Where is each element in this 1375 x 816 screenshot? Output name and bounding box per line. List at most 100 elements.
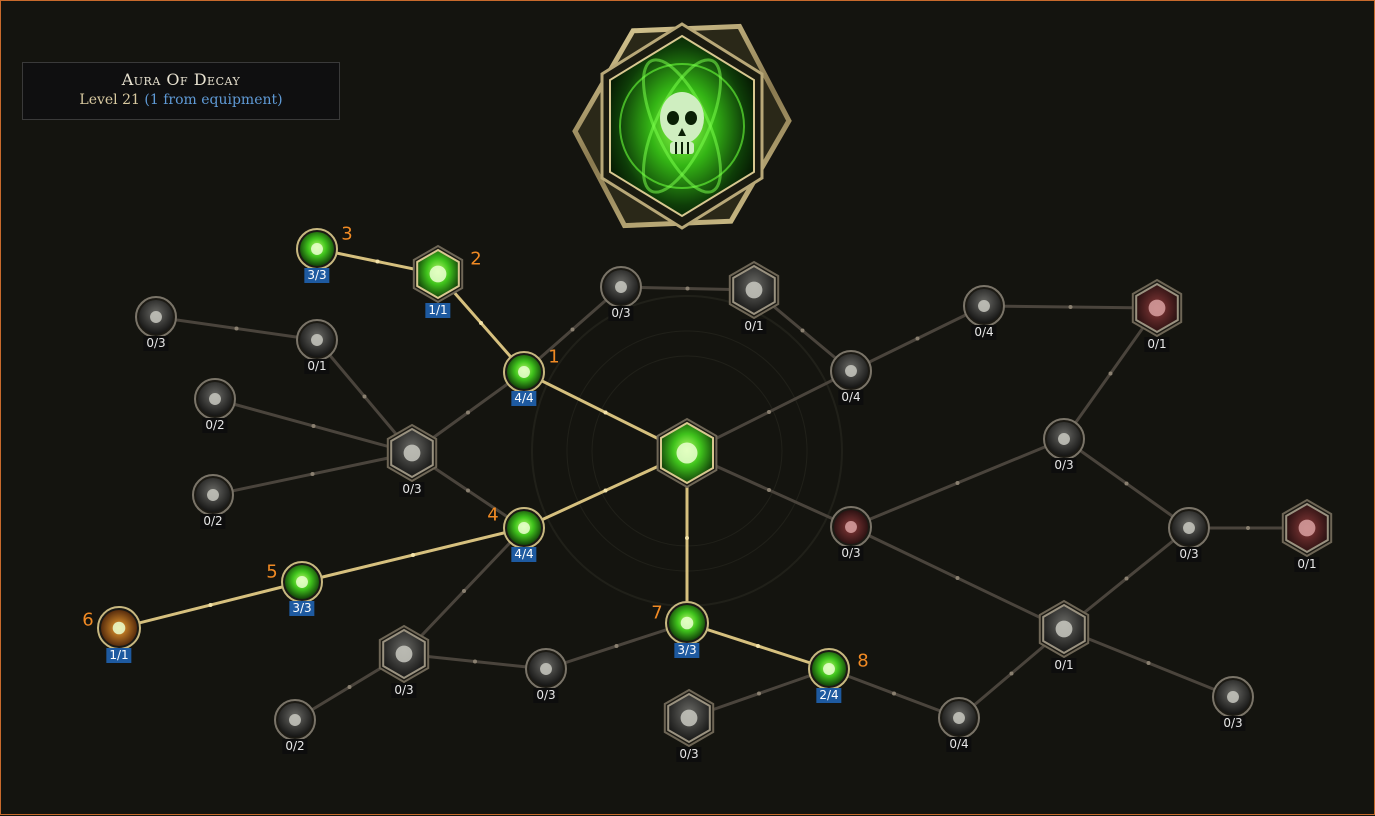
node-points-badge: 0/4 xyxy=(946,737,972,752)
skill-node[interactable] xyxy=(663,688,715,748)
link-dot xyxy=(411,553,415,557)
link-dot xyxy=(892,691,896,696)
node-points-badge: 0/3 xyxy=(391,683,417,698)
node-points-badge: 2/4 xyxy=(816,688,842,703)
skill-node[interactable] xyxy=(97,606,141,650)
link-dot xyxy=(685,286,690,291)
node-points-badge: 0/2 xyxy=(200,514,226,529)
skill-node[interactable] xyxy=(665,601,709,645)
skill-node[interactable] xyxy=(938,697,980,739)
link-dot xyxy=(311,424,316,428)
skill-node[interactable] xyxy=(1212,676,1254,718)
skill-node[interactable] xyxy=(386,423,438,483)
skill-node[interactable] xyxy=(1038,599,1090,659)
green-serpent-icon xyxy=(518,522,530,534)
skill-nodes xyxy=(97,228,1333,748)
demon-horse-icon xyxy=(845,365,857,377)
link-dot xyxy=(1246,526,1250,530)
link-dot xyxy=(1068,305,1073,309)
skill-node[interactable] xyxy=(1131,278,1183,338)
skill-node[interactable] xyxy=(830,506,872,548)
node-points-badge: 0/2 xyxy=(202,418,228,433)
node-points-badge: 0/3 xyxy=(533,688,559,703)
allocation-order-number: 5 xyxy=(266,561,278,583)
hooded-figure-icon xyxy=(311,243,323,255)
green-comet-icon xyxy=(429,265,447,283)
allocation-order-number: 4 xyxy=(487,504,499,526)
link-dot xyxy=(915,336,920,341)
link-dot xyxy=(310,472,315,476)
skill-node[interactable] xyxy=(412,244,464,304)
allocation-order-number: 6 xyxy=(82,609,94,631)
skill-node[interactable] xyxy=(281,561,323,603)
node-points-badge: 0/3 xyxy=(676,747,702,762)
link-dot xyxy=(362,394,367,399)
crossbones-icon xyxy=(540,663,552,675)
link-dot xyxy=(234,326,239,331)
shatter-icon xyxy=(745,281,763,299)
link-dot xyxy=(1009,671,1014,676)
node-points-badge: 0/1 xyxy=(741,319,767,334)
link-dot xyxy=(479,321,483,325)
fire-rune-icon xyxy=(112,621,126,635)
node-points-badge: 3/3 xyxy=(289,601,315,616)
skill-node[interactable] xyxy=(296,228,338,270)
skill-node[interactable] xyxy=(274,699,316,741)
skill-node[interactable] xyxy=(194,378,236,420)
node-links xyxy=(117,247,1309,722)
allocation-order-number: 8 xyxy=(857,650,869,672)
skill-node[interactable] xyxy=(600,266,642,308)
chevron-tree-icon xyxy=(207,489,219,501)
link-dot xyxy=(1124,481,1129,486)
hand-orb-icon xyxy=(518,366,530,378)
link-dot xyxy=(685,536,689,540)
node-points-badge: 0/1 xyxy=(1144,337,1170,352)
skill-node[interactable] xyxy=(728,260,780,320)
link-dot xyxy=(466,410,470,415)
skill-node[interactable] xyxy=(378,624,430,684)
green-splash-icon xyxy=(823,663,835,675)
node-points-badge: 0/1 xyxy=(1051,658,1077,673)
skill-node[interactable] xyxy=(503,351,545,393)
claw-slash-icon xyxy=(289,714,301,726)
link-dot xyxy=(375,259,380,264)
link-dot xyxy=(347,685,352,689)
skill-node[interactable] xyxy=(525,648,567,690)
link-dot xyxy=(757,691,761,696)
skill-node[interactable] xyxy=(192,474,234,516)
skill-node[interactable] xyxy=(808,648,850,690)
link-dot xyxy=(473,659,477,664)
node-points-badge: 0/4 xyxy=(838,390,864,405)
allocation-order-number: 3 xyxy=(341,223,353,245)
skill-node[interactable] xyxy=(963,285,1005,327)
skull-icon xyxy=(660,92,704,154)
skill-level-label: Level 21 xyxy=(79,92,140,108)
skill-node[interactable] xyxy=(830,350,872,392)
link-dot xyxy=(466,488,470,493)
link-dot xyxy=(1124,576,1129,581)
link-dot xyxy=(756,644,760,648)
frost-web-icon xyxy=(1055,620,1073,638)
node-points-badge: 4/4 xyxy=(511,547,537,562)
skill-node[interactable] xyxy=(296,319,338,361)
skull-portal-icon xyxy=(1148,299,1166,317)
skill-node[interactable] xyxy=(135,296,177,338)
link-dot xyxy=(1108,371,1113,376)
node-points-badge: 0/2 xyxy=(282,739,308,754)
node-points-badge: 0/3 xyxy=(1220,716,1246,731)
root-node[interactable] xyxy=(656,417,718,489)
skill-node[interactable] xyxy=(503,507,545,549)
skill-level-bonus: (1 from equipment) xyxy=(144,92,283,108)
skill-node[interactable] xyxy=(1281,498,1333,558)
link-dot xyxy=(767,488,771,492)
comet-icon xyxy=(311,334,323,346)
snowflake-icon xyxy=(953,712,965,724)
skill-node[interactable] xyxy=(1168,507,1210,549)
ghoul-icon xyxy=(978,300,990,312)
eye-icon xyxy=(150,311,162,323)
skill-node[interactable] xyxy=(1043,418,1085,460)
allocation-order-number: 1 xyxy=(548,346,560,368)
root-skill-icon[interactable] xyxy=(547,1,818,271)
